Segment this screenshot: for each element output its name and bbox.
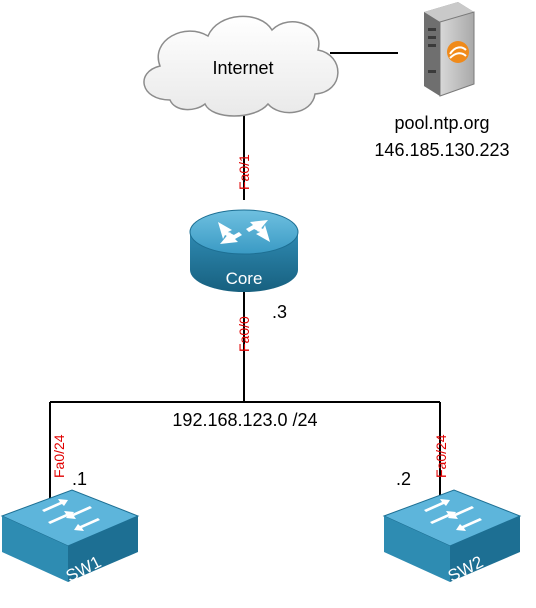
cloud-icon xyxy=(143,15,339,117)
sw1-host-id: .1 xyxy=(72,469,87,489)
cloud-label: Internet xyxy=(212,58,273,78)
router-name: Core xyxy=(226,269,263,288)
ntp-server: pool.ntp.org 146.185.130.223 xyxy=(374,2,510,160)
sw1-port: Fa0/24 xyxy=(51,434,67,478)
links xyxy=(49,52,441,503)
switch-sw1: SW1 .1 Fa0/24 xyxy=(0,434,140,586)
router-port-down: Fa0/0 xyxy=(236,316,252,352)
server-name: pool.ntp.org xyxy=(394,113,489,133)
core-router: Core .3 Fa0/1 Fa0/0 xyxy=(189,154,299,352)
internet-cloud: Internet xyxy=(143,15,339,117)
switch-sw2: SW2 .2 Fa0/24 xyxy=(382,434,522,586)
router-port-up: Fa0/1 xyxy=(236,154,252,190)
router-host-id: .3 xyxy=(272,302,287,322)
server-ip: 146.185.130.223 xyxy=(374,140,509,160)
sw2-host-id: .2 xyxy=(396,469,411,489)
sw2-port: Fa0/24 xyxy=(433,434,449,478)
subnet-label: 192.168.123.0 /24 xyxy=(172,410,317,430)
